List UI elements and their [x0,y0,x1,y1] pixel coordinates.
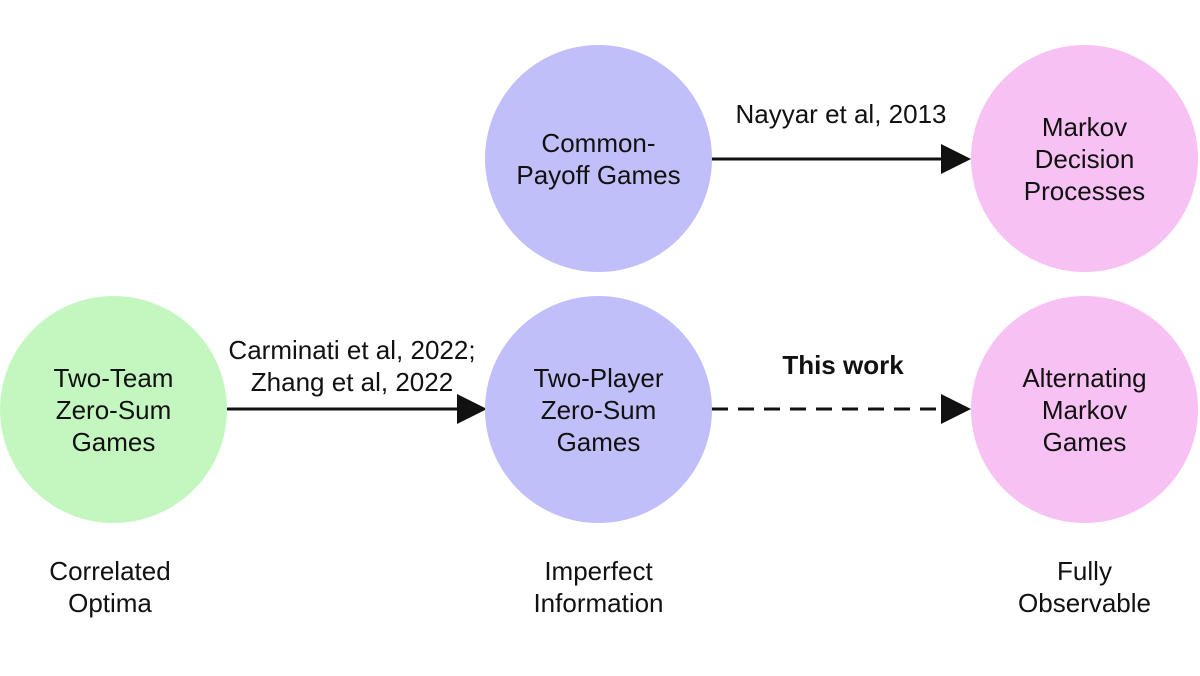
node-markov-decision-processes: Markov Decision Processes [971,45,1198,272]
edge-label-carminati-zhang: Carminati et al, 2022; Zhang et al, 2022 [228,335,476,397]
node-common-payoff-label: Common- Payoff Games [516,127,681,190]
node-two-team-zero-sum: Two-Team Zero-Sum Games [0,296,227,523]
edge-label-this-work: This work [782,350,904,380]
edge-label-nayyar: Nayyar et al, 2013 [735,99,947,129]
node-alternating-markov-games: Alternating Markov Games [971,296,1198,523]
node-two-team-label: Two-Team Zero-Sum Games [53,362,174,457]
caption-correlated-optima: Correlated Optima [49,556,171,618]
caption-imperfect-information: Imperfect Information [533,556,664,618]
caption-fully-observable: Fully Observable [1018,556,1151,618]
node-alternating-label: Alternating Markov Games [1022,362,1147,457]
node-common-payoff-games: Common- Payoff Games [485,45,712,272]
node-two-player-label: Two-Player Zero-Sum Games [533,362,664,457]
node-mdp-label: Markov Decision Processes [1023,111,1146,206]
node-two-player-zero-sum: Two-Player Zero-Sum Games [485,296,712,523]
